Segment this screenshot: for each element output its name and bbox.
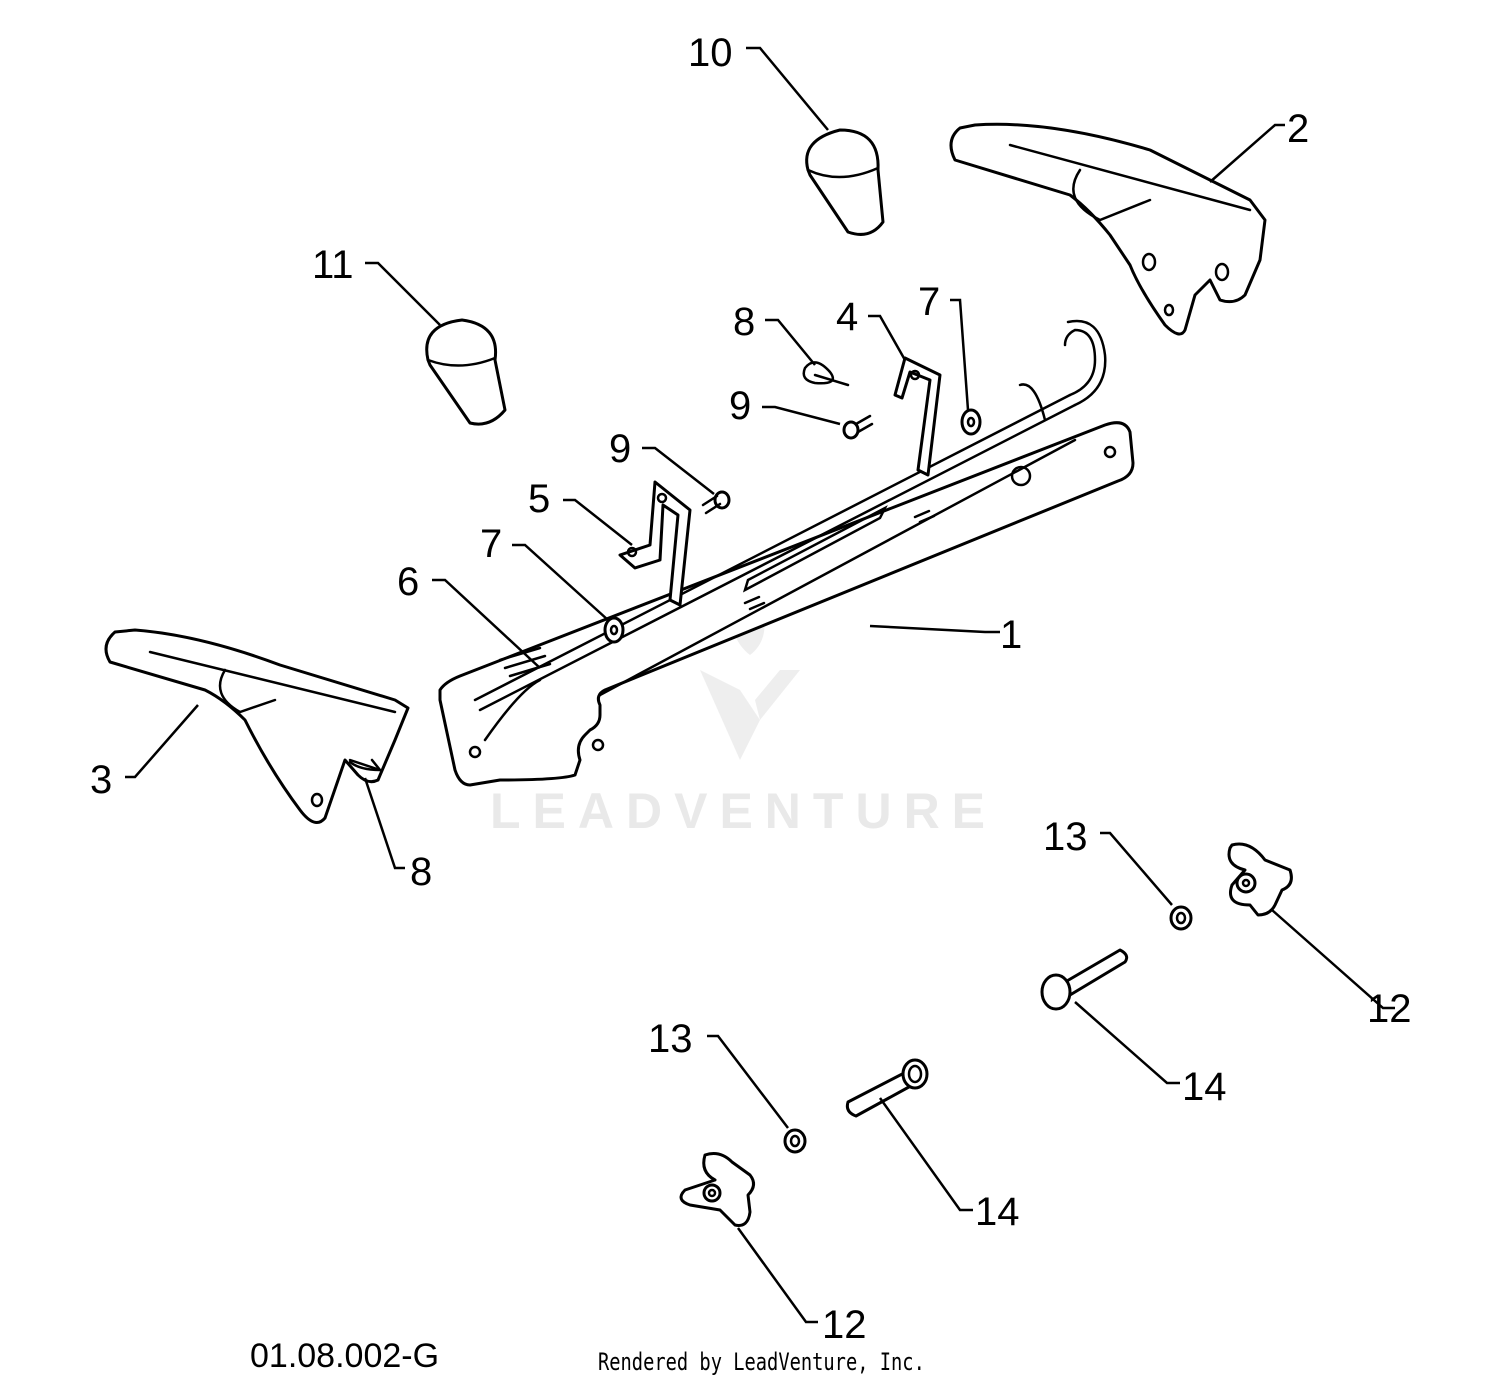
- callout-13-right: 13: [1043, 815, 1088, 859]
- part-5-lever-bracket-left[interactable]: [618, 480, 692, 607]
- callout-3: 3: [90, 758, 112, 802]
- leader-lines: [125, 46, 1395, 1324]
- part-14-pin-right[interactable]: [1040, 948, 1129, 1011]
- callout-7-right: 7: [918, 280, 940, 324]
- part-12-star-knob-left[interactable]: [679, 1152, 755, 1227]
- part-10-knob[interactable]: [805, 128, 885, 236]
- callout-7-left: 7: [480, 522, 502, 566]
- watermark-text: LEADVENTURE: [490, 783, 997, 839]
- callout-11: 11: [312, 243, 354, 287]
- diagram-code: 01.08.002-G: [250, 1337, 440, 1375]
- part-4-lever-bracket-right[interactable]: [893, 356, 942, 477]
- part-9-bolt-mid[interactable]: [701, 490, 731, 515]
- callout-14-left: 14: [975, 1190, 1020, 1234]
- part-2-handle-right[interactable]: [949, 122, 1267, 336]
- credit-line: Rendered by LeadVenture, Inc.: [598, 1348, 925, 1376]
- callout-9-top: 9: [729, 384, 751, 428]
- callout-2: 2: [1287, 107, 1309, 151]
- part-6-spring[interactable]: [483, 646, 552, 742]
- callout-13-left: 13: [648, 1017, 693, 1061]
- callout-12-left: 12: [822, 1303, 867, 1347]
- callout-5: 5: [528, 477, 550, 521]
- callout-10: 10: [688, 31, 733, 75]
- part-8-clip-top[interactable]: [802, 361, 850, 387]
- callout-8-top: 8: [733, 300, 755, 344]
- callout-14-right: 14: [1182, 1065, 1227, 1109]
- part-11-knob[interactable]: [425, 318, 507, 426]
- part-7-washer-right[interactable]: [960, 408, 982, 436]
- callout-6: 6: [397, 560, 419, 604]
- callout-4: 4: [836, 295, 858, 339]
- callout-1: 1: [1000, 613, 1022, 657]
- callout-8-bottom: 8: [410, 850, 432, 894]
- callout-12-right: 12: [1367, 987, 1412, 1031]
- part-13-nut-right[interactable]: [1169, 905, 1193, 931]
- part-7-washer-left[interactable]: [603, 616, 625, 644]
- part-9-bolt-top[interactable]: [842, 414, 874, 440]
- part-14-pin-left[interactable]: [845, 1058, 929, 1118]
- part-3-handle-left[interactable]: [104, 628, 410, 824]
- part-12-star-knob-right[interactable]: [1227, 842, 1293, 917]
- part-8-clip-bottom[interactable]: [348, 758, 383, 772]
- part-13-nut-left[interactable]: [783, 1128, 807, 1154]
- part-1-bracket[interactable]: [438, 319, 1135, 787]
- callout-9-mid: 9: [609, 427, 631, 471]
